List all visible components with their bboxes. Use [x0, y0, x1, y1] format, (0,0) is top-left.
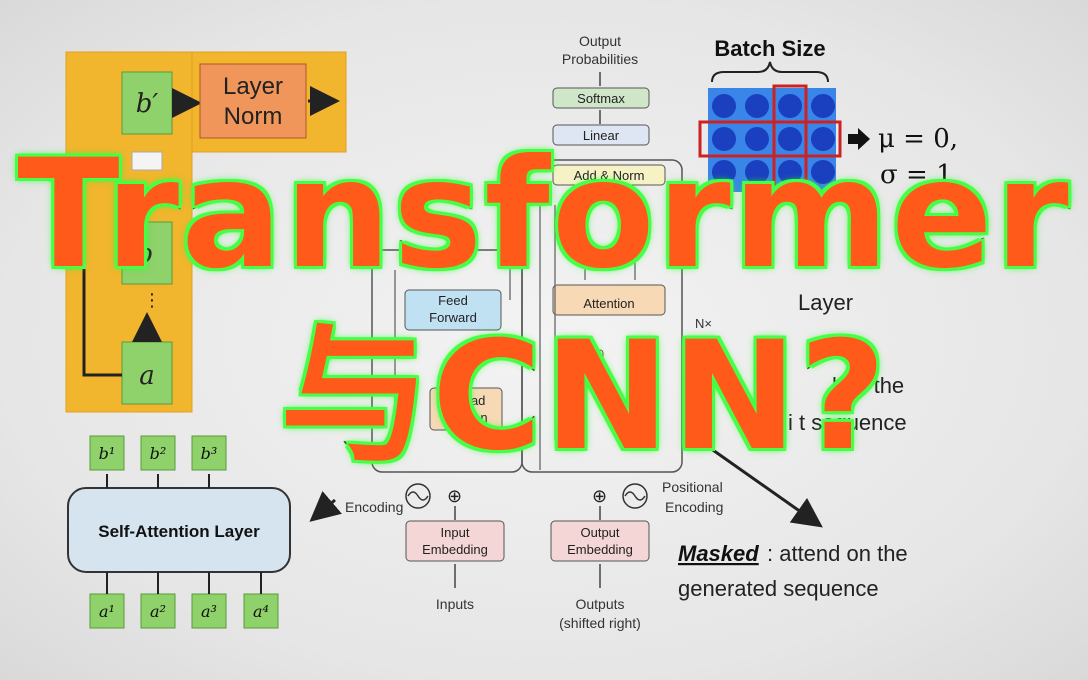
pointer-arrow-left: [309, 490, 342, 522]
plus-right-icon: ⊕: [592, 486, 607, 506]
a-label: a: [139, 361, 155, 391]
input-a3-box: [191, 593, 227, 629]
output-b1-label: b¹: [99, 444, 116, 463]
a-box: [121, 341, 173, 405]
batch-grid-balls: [712, 94, 835, 184]
layer-norm-line1: Layer: [223, 73, 283, 100]
outputs-line1: Outputs: [575, 596, 624, 612]
input-embedding-line2: Embedding: [422, 542, 488, 557]
residual-path-1: [394, 195, 636, 470]
decoder-attention-label: Attention: [583, 296, 634, 311]
outputs-line2: (shifted right): [559, 615, 641, 631]
title-vs-cnn: 与CNN?: [278, 310, 889, 484]
output-b1-box: [89, 435, 125, 471]
b-prime-label: b′: [136, 89, 159, 119]
output-probabilities-line1: Output: [579, 33, 621, 49]
layer-fragment-label: Layer: [798, 290, 853, 315]
encoding-right-label: Encoding: [665, 499, 723, 515]
input-sequence-fragment: i t sequence: [788, 410, 907, 435]
self-attention-layer-label: Self-Attention Layer: [98, 522, 260, 541]
arrow-to-stats: [848, 128, 870, 150]
masked-rest: : attend on the: [767, 541, 908, 566]
softmax-box: [552, 87, 650, 109]
output-probabilities-line2: Probabilities: [562, 51, 638, 67]
plus-left-icon: ⊕: [447, 486, 462, 506]
sigma-label: σ = 1: [880, 160, 953, 190]
output-b3-label: b³: [201, 444, 218, 463]
positional-label: Positional: [662, 479, 723, 495]
encoding-left-label: Encoding: [345, 499, 403, 515]
add-norm-label: Add & Norm: [574, 168, 645, 183]
feed-forward-line2: Forward: [429, 310, 477, 325]
batch-size-label: Batch Size: [714, 36, 825, 61]
input-a3-label: a³: [201, 602, 217, 621]
output-embedding-line1: Output: [580, 525, 619, 540]
encoder-head-fragment: -Head: [450, 393, 485, 408]
input-a1-label: a¹: [99, 602, 115, 621]
residual-line: [82, 252, 122, 377]
output-embedding-line2: Embedding: [567, 542, 633, 557]
pointer-arrow-right: [709, 446, 823, 528]
output-b3-box: [191, 435, 227, 471]
residual-layernorm-panel: b′ Layer Norm b a ⋮: [65, 51, 347, 413]
b-prime-box: [121, 71, 173, 135]
batch-column-frame: [772, 84, 808, 196]
input-a2-label: a²: [150, 602, 166, 621]
title-transformer: Transformer: [15, 128, 1071, 302]
batch-norm-diagram: Batch Size μ = 0, σ = 1 Layer: [698, 36, 958, 315]
input-embedding-line1: Input: [441, 525, 470, 540]
inputs-label: Inputs: [436, 596, 474, 612]
self-attention-diagram: Self-Attention Layer b¹ b² b³ a¹ a² a³ a…: [67, 435, 342, 629]
batch-row-frame: [698, 120, 842, 158]
decoder-add-box: [562, 349, 604, 369]
linear-label: Linear: [583, 128, 620, 143]
b-label: b: [137, 239, 154, 269]
layer-norm-box: [199, 63, 307, 139]
encoder-block: [371, 249, 523, 473]
input-a2-box: [140, 593, 176, 629]
mu-label: μ = 0,: [878, 124, 958, 154]
softmax-label: Softmax: [577, 91, 625, 106]
self-attention-layer-box: [67, 487, 291, 573]
layer-norm-line2: Norm: [224, 103, 283, 130]
linear-box: [552, 124, 650, 146]
output-embedding-box: [550, 520, 650, 562]
positional-encoding-right-icon: [622, 483, 648, 509]
feed-forward-line1: Feed: [438, 293, 468, 308]
b-box: [121, 221, 173, 285]
transformer-architecture: Output Probabilities Softmax Linear Add …: [345, 33, 823, 631]
input-a4-label: a⁴: [253, 602, 269, 621]
attention-notes: l on the i t sequence Masked : attend on…: [678, 373, 908, 601]
generated-sequence: generated sequence: [678, 576, 879, 601]
attend-on-fragment: l on the: [832, 373, 904, 398]
input-a4-box: [243, 593, 279, 629]
vertical-dots: ⋮: [143, 290, 161, 310]
nx-label: N×: [695, 316, 712, 331]
feed-forward-box: [404, 289, 502, 331]
input-embedding-box: [405, 520, 505, 562]
batch-size-brace: [711, 61, 829, 83]
input-a1-box: [89, 593, 125, 629]
positional-encoding-left-icon: [405, 483, 431, 509]
decoder-add-fragment: Ad: [566, 352, 582, 367]
decoder-attention-box: [552, 284, 666, 316]
encoder-attention-fragment: ttention: [445, 410, 488, 425]
output-b2-box: [140, 435, 176, 471]
output-b2-label: b²: [150, 444, 167, 463]
add-norm-box: [552, 164, 666, 186]
encoder-attention-box: [429, 387, 503, 431]
masked-word: Masked: [678, 541, 759, 566]
residual-plus-box: [131, 151, 163, 171]
